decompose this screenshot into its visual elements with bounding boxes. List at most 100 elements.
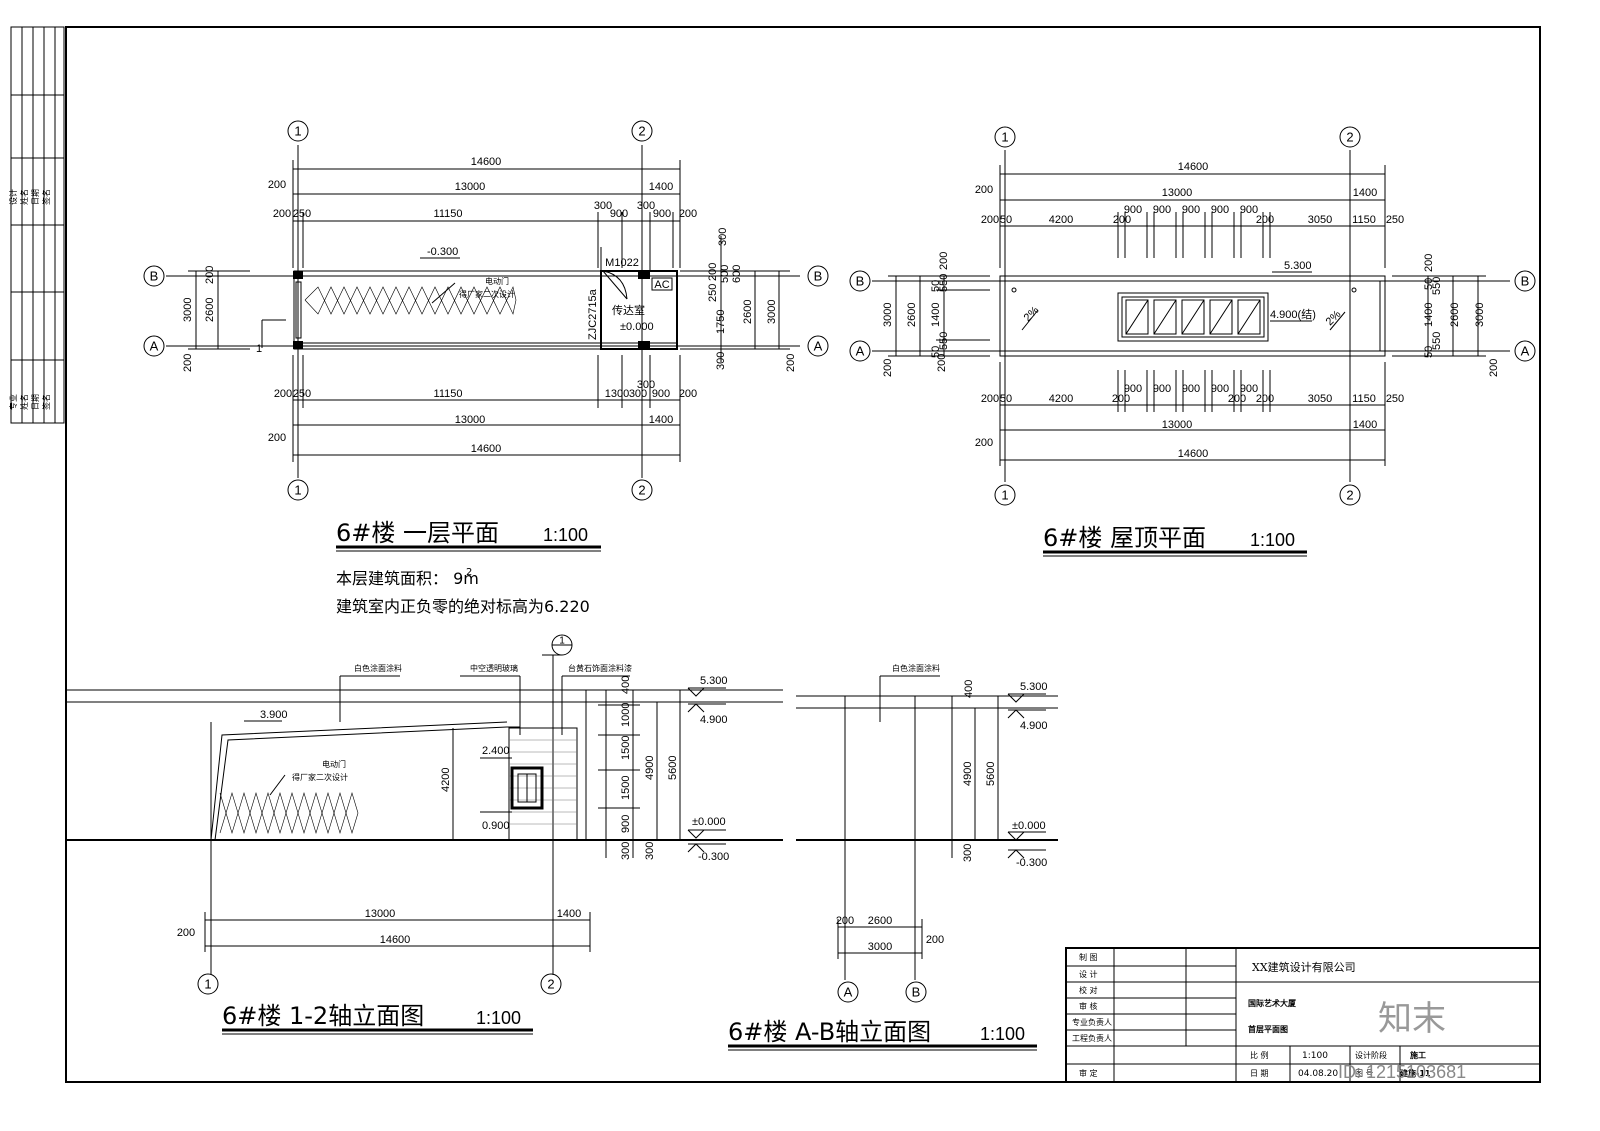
svg-text:900: 900 <box>1124 383 1142 395</box>
svg-text:1:100: 1:100 <box>1302 1051 1328 1061</box>
svg-text:1150: 1150 <box>1352 214 1376 226</box>
svg-text:550: 550 <box>938 274 950 292</box>
elevation-note: 建筑室内正负零的绝对标高为6.220 <box>336 597 590 616</box>
svg-text:14600: 14600 <box>471 443 502 455</box>
svg-text:姓名: 姓名 <box>19 394 29 410</box>
svg-text:日 期: 日 期 <box>1250 1069 1269 1078</box>
svg-text:制 图: 制 图 <box>1079 952 1098 962</box>
svg-text:1300: 1300 <box>605 388 629 400</box>
svg-text:B: B <box>1521 274 1530 289</box>
svg-text:2600: 2600 <box>906 303 918 327</box>
svg-text:0.900: 0.900 <box>482 820 510 832</box>
svg-text:3000: 3000 <box>182 298 194 322</box>
svg-text:1500: 1500 <box>620 736 632 760</box>
svg-text:3000: 3000 <box>868 941 892 953</box>
axis-bubble-A-right: A <box>807 335 829 357</box>
svg-text:300: 300 <box>644 842 656 860</box>
svg-text:设 计: 设 计 <box>1079 969 1098 979</box>
svg-text:50: 50 <box>930 280 942 292</box>
svg-text:500: 500 <box>719 265 731 283</box>
svg-text:300: 300 <box>620 842 632 860</box>
svg-text:200: 200 <box>1113 214 1131 226</box>
svg-text:1750: 1750 <box>715 310 727 334</box>
svg-text:250: 250 <box>293 208 311 220</box>
axis-bubble-1-bottom: 1 <box>994 484 1016 506</box>
svg-text:200: 200 <box>975 184 993 196</box>
svg-text:电动门: 电动门 <box>485 276 509 286</box>
svg-text:250: 250 <box>707 284 719 302</box>
svg-text:B: B <box>856 274 865 289</box>
axis-bubble-B-left: B <box>143 265 165 287</box>
svg-text:工程负责人: 工程负责人 <box>1072 1033 1112 1043</box>
svg-text:5600: 5600 <box>985 762 997 786</box>
svg-text:±0.000: ±0.000 <box>620 321 654 333</box>
svg-text:200: 200 <box>679 388 697 400</box>
svg-text:14600: 14600 <box>380 934 411 946</box>
svg-text:2%: 2% <box>1324 308 1344 328</box>
drawing-name: 首层平面图 <box>1248 1024 1288 1034</box>
svg-text:1400: 1400 <box>1423 303 1435 327</box>
svg-text:13000: 13000 <box>1162 187 1193 199</box>
svg-text:审 核: 审 核 <box>1079 1001 1098 1011</box>
axis-bubble-2-bottom: 2 <box>1339 484 1361 506</box>
svg-text:200: 200 <box>182 354 194 372</box>
svg-text:200: 200 <box>926 934 944 946</box>
svg-text:2: 2 <box>1346 130 1353 145</box>
svg-text:200: 200 <box>177 927 195 939</box>
plan1-title: 6#楼 一层平面 <box>336 519 499 547</box>
svg-text:传达室: 传达室 <box>612 303 645 317</box>
elevation-1-2: 3.900 电动门 得厂家二次设计 2.400 0.900 4200 白色涂面涂… <box>66 634 783 1035</box>
svg-text:900: 900 <box>1240 204 1258 216</box>
axis-bubble-1-bottom: 1 <box>287 479 309 501</box>
svg-text:300: 300 <box>637 379 655 391</box>
svg-text:200: 200 <box>268 179 286 191</box>
svg-text:200: 200 <box>268 432 286 444</box>
plan2-scale: 1:100 <box>1250 530 1295 550</box>
svg-text:图 号: 图 号 <box>1355 1069 1374 1078</box>
svg-text:900: 900 <box>610 208 628 220</box>
svg-text:签名: 签名 <box>41 189 51 205</box>
svg-text:白色涂面涂料: 白色涂面涂料 <box>892 663 940 673</box>
svg-text:审 定: 审 定 <box>1079 1068 1098 1078</box>
svg-text:200: 200 <box>679 208 697 220</box>
svg-text:50: 50 <box>1423 278 1435 290</box>
svg-text:A: A <box>150 339 159 354</box>
svg-text:900: 900 <box>653 208 671 220</box>
axis-bubble-A-left: A <box>849 340 871 362</box>
area-note: 本层建筑面积： 9m <box>336 569 479 588</box>
svg-text:200: 200 <box>273 208 291 220</box>
company-name: XX建筑设计有限公司 <box>1252 960 1356 974</box>
elev1-scale: 1:100 <box>476 1008 521 1028</box>
skylight-dim-ticks-top <box>1117 212 1271 258</box>
ground-floor-plan: 1 2 1 2 B A B A 14600 13000 1400 200 200… <box>143 120 829 616</box>
svg-text:1400: 1400 <box>557 908 581 920</box>
axis-bubble-2-bottom: 2 <box>631 479 653 501</box>
project-name: 国际艺术大厦 <box>1248 998 1297 1008</box>
plan1-scale: 1:100 <box>543 525 588 545</box>
axis-bubble-2-top: 2 <box>1339 126 1361 148</box>
revision-strip-labels: 设计 姓名 日期 签名 专业 姓名 日期 签名 <box>8 189 51 410</box>
watermark-logo: 知末 <box>1378 999 1446 1039</box>
svg-text:14600: 14600 <box>1178 448 1209 460</box>
svg-text:2%: 2% <box>1022 304 1042 324</box>
svg-text:设计: 设计 <box>8 189 18 205</box>
axis-bubble-A: A <box>837 981 859 1003</box>
axis-bubble-B-right: B <box>807 265 829 287</box>
svg-text:200: 200 <box>975 437 993 449</box>
svg-text:200: 200 <box>707 263 719 281</box>
svg-text:姓名: 姓名 <box>19 189 29 205</box>
axis-bubble-A-left: A <box>143 335 165 357</box>
svg-text:550: 550 <box>938 332 950 350</box>
svg-text:电动门: 电动门 <box>322 759 346 769</box>
svg-text:900: 900 <box>1240 383 1258 395</box>
svg-text:2600: 2600 <box>204 298 216 322</box>
svg-text:-0.300: -0.300 <box>1016 857 1047 869</box>
svg-text:200: 200 <box>1256 393 1274 405</box>
svg-text:4200: 4200 <box>1049 393 1073 405</box>
axis-bubble-A-right: A <box>1514 340 1536 362</box>
svg-text:2: 2 <box>638 483 645 498</box>
svg-text:1: 1 <box>1001 130 1008 145</box>
svg-text:200: 200 <box>882 359 894 377</box>
svg-text:3050: 3050 <box>1308 214 1332 226</box>
svg-text:M1022: M1022 <box>605 257 639 269</box>
